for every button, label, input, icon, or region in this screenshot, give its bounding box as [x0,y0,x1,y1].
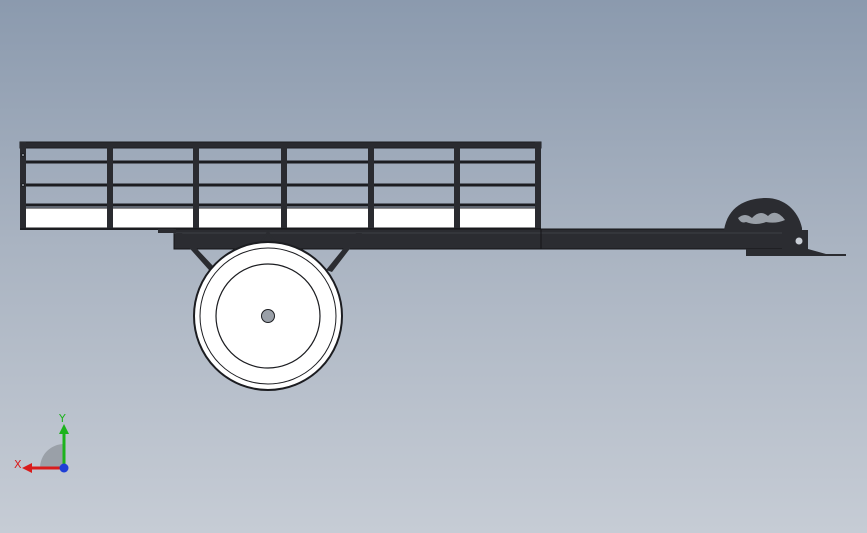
post-3 [281,147,287,229]
chassis [158,198,846,272]
triad-plane-icon [40,444,64,468]
y-arrow-icon [59,424,69,434]
x-arrow-icon [22,463,32,473]
post-4 [368,147,374,229]
end-post-right [535,142,541,230]
post-5 [454,147,460,229]
x-axis-label: X [14,458,22,471]
z-axis-icon [59,463,69,473]
post-1 [107,147,113,229]
wheel [193,241,343,391]
post-2 [193,147,199,229]
orientation-triad[interactable]: Y X [10,410,80,480]
top-rail [19,141,542,149]
axle-bracket-left [176,233,215,270]
coupler-plate [746,249,846,256]
axle-bracket-right [326,233,362,272]
hub [261,309,275,323]
cargo-box [19,141,542,230]
y-axis-label: Y [58,412,66,425]
